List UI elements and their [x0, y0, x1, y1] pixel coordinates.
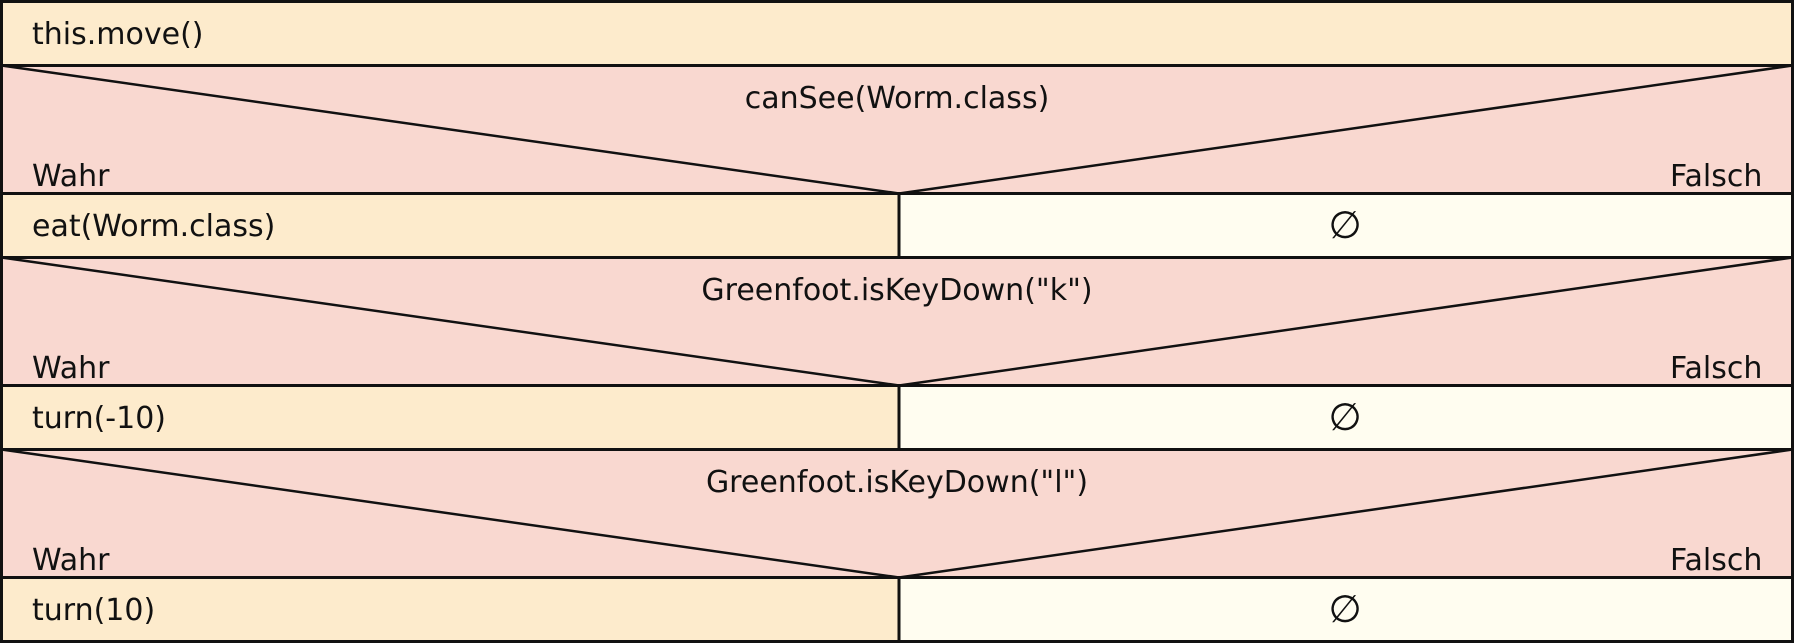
- decision-condition-cansee: canSee(Worm.class): [744, 80, 1050, 116]
- decision-diagonal-left: [1, 256, 900, 387]
- true-branch-box: [0, 576, 901, 643]
- empty-set-icon: ∅: [1328, 394, 1362, 439]
- true-branch-label: Wahr: [32, 542, 110, 578]
- false-branch-label: Falsch: [1670, 542, 1763, 578]
- statement-move: this.move(): [32, 16, 204, 52]
- statement-turn-right: turn(10): [32, 592, 156, 628]
- true-branch-box: [0, 384, 901, 451]
- false-branch-label: Falsch: [1670, 158, 1763, 194]
- decision-diagonal-right: [898, 64, 1793, 195]
- statement-eat: eat(Worm.class): [32, 208, 276, 244]
- empty-set-icon: ∅: [1328, 586, 1362, 631]
- statement-box: [0, 0, 1794, 67]
- decision-diagonal-right: [898, 448, 1793, 579]
- decision-condition-keydown-k: Greenfoot.isKeyDown("k"): [701, 272, 1093, 308]
- false-branch-box: [897, 192, 1794, 259]
- true-branch-label: Wahr: [32, 158, 110, 194]
- decision-box: [0, 448, 1794, 579]
- decision-box: [0, 256, 1794, 387]
- false-branch-label: Falsch: [1670, 350, 1763, 386]
- true-branch-label: Wahr: [32, 350, 110, 386]
- false-branch-box: [897, 576, 1794, 643]
- decision-diagonal-left: [1, 64, 900, 195]
- statement-turn-left: turn(-10): [32, 400, 167, 436]
- false-branch-box: [897, 384, 1794, 451]
- decision-diagonal-left: [1, 448, 900, 579]
- empty-set-icon: ∅: [1328, 202, 1362, 247]
- decision-condition-keydown-l: Greenfoot.isKeyDown("l"): [705, 464, 1089, 500]
- decision-box: [0, 64, 1794, 195]
- true-branch-box: [0, 192, 901, 259]
- decision-diagonal-right: [898, 256, 1793, 387]
